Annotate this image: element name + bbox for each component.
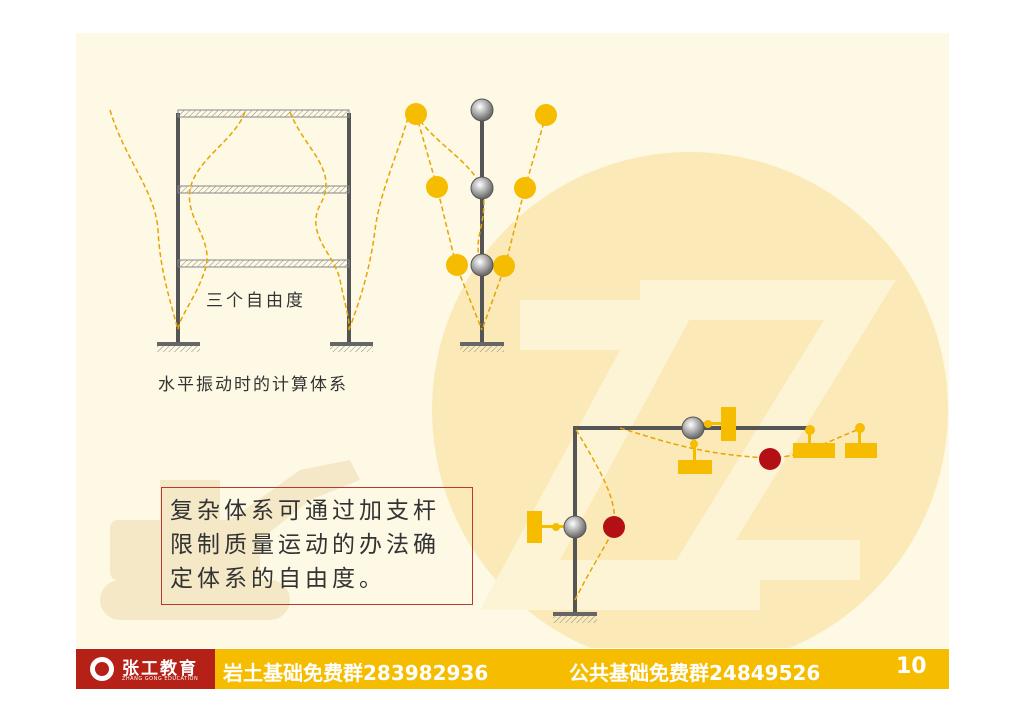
brand-logo-icon: [90, 657, 114, 681]
l-frame-with-links: [527, 407, 877, 623]
brand-name: 张工教育: [122, 659, 198, 679]
dof-label: 三个自由度: [206, 291, 306, 311]
cantilever-mass-model: [405, 98, 557, 352]
brand-block: 张工教育 ZHANG GONG EDUCATION: [76, 649, 215, 689]
horizontal-vibration-label: 水平振动时的计算体系: [158, 375, 348, 395]
public-group-text: 公共基础免费群24849526: [569, 661, 821, 685]
structure-diagram: [109, 98, 877, 623]
note-box: 复杂体系可通过加支杆限制质量运动的办法确定体系的自由度。: [161, 487, 473, 605]
brand-subtitle: ZHANG GONG EDUCATION: [122, 676, 199, 682]
slide: [76, 33, 949, 648]
three-storey-frame: [109, 109, 411, 352]
note-text: 复杂体系可通过加支杆限制质量运动的办法确定体系的自由度。: [170, 498, 440, 592]
page-number: 10: [896, 654, 927, 679]
geotech-group-text: 岩土基础免费群283982936: [223, 661, 489, 685]
footer-bar: 张工教育 ZHANG GONG EDUCATION 岩土基础免费群2839829…: [76, 649, 949, 689]
